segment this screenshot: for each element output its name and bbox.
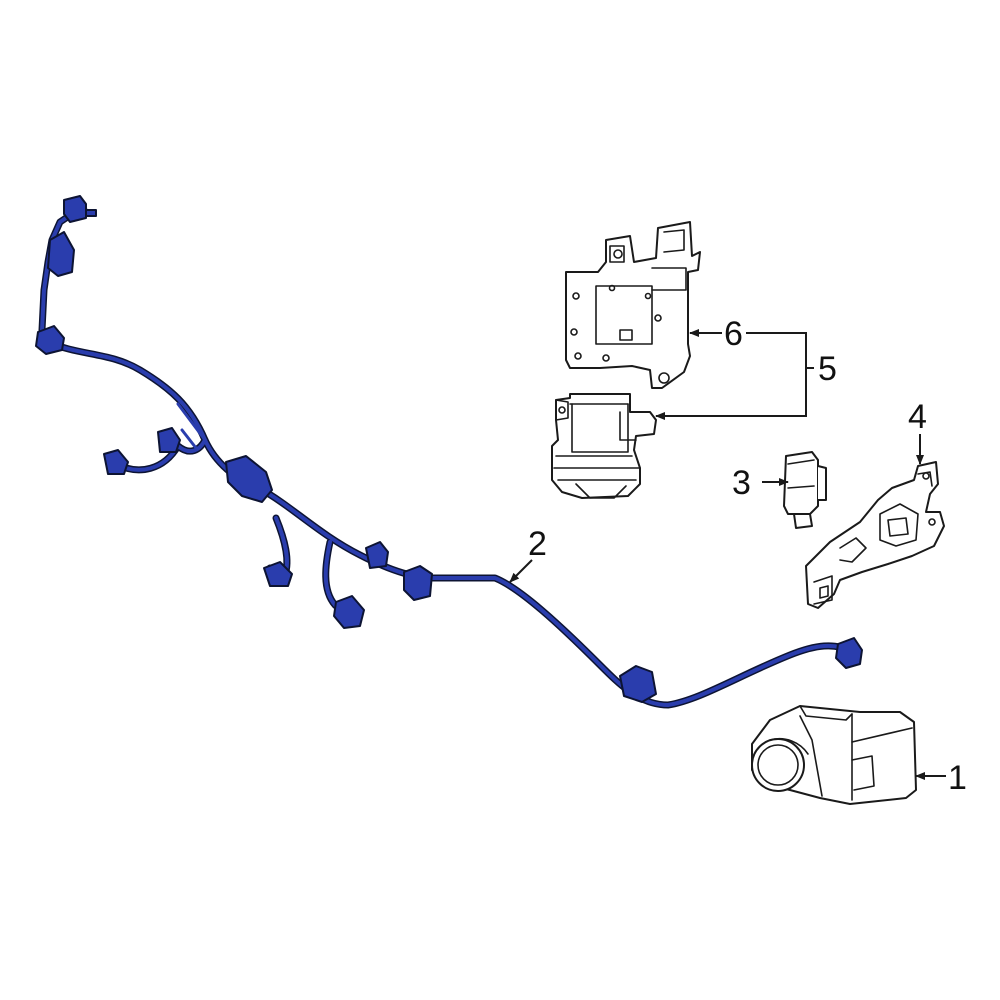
callout-1: 1 bbox=[948, 759, 967, 797]
small-sensor[interactable] bbox=[783, 451, 827, 529]
wiring-harness[interactable] bbox=[35, 195, 863, 709]
callout-labels: 1 2 3 4 5 6 bbox=[528, 315, 967, 797]
callout-2: 2 bbox=[528, 525, 547, 563]
parking-sensor[interactable] bbox=[751, 705, 917, 805]
control-module[interactable] bbox=[551, 393, 657, 499]
callout-5: 5 bbox=[818, 350, 837, 388]
module-bracket[interactable] bbox=[565, 221, 701, 389]
callout-4: 4 bbox=[908, 398, 927, 436]
sensor-holder[interactable] bbox=[805, 461, 945, 609]
leader-lines bbox=[509, 329, 946, 780]
callout-3: 3 bbox=[732, 464, 751, 502]
callout-6: 6 bbox=[724, 315, 743, 353]
